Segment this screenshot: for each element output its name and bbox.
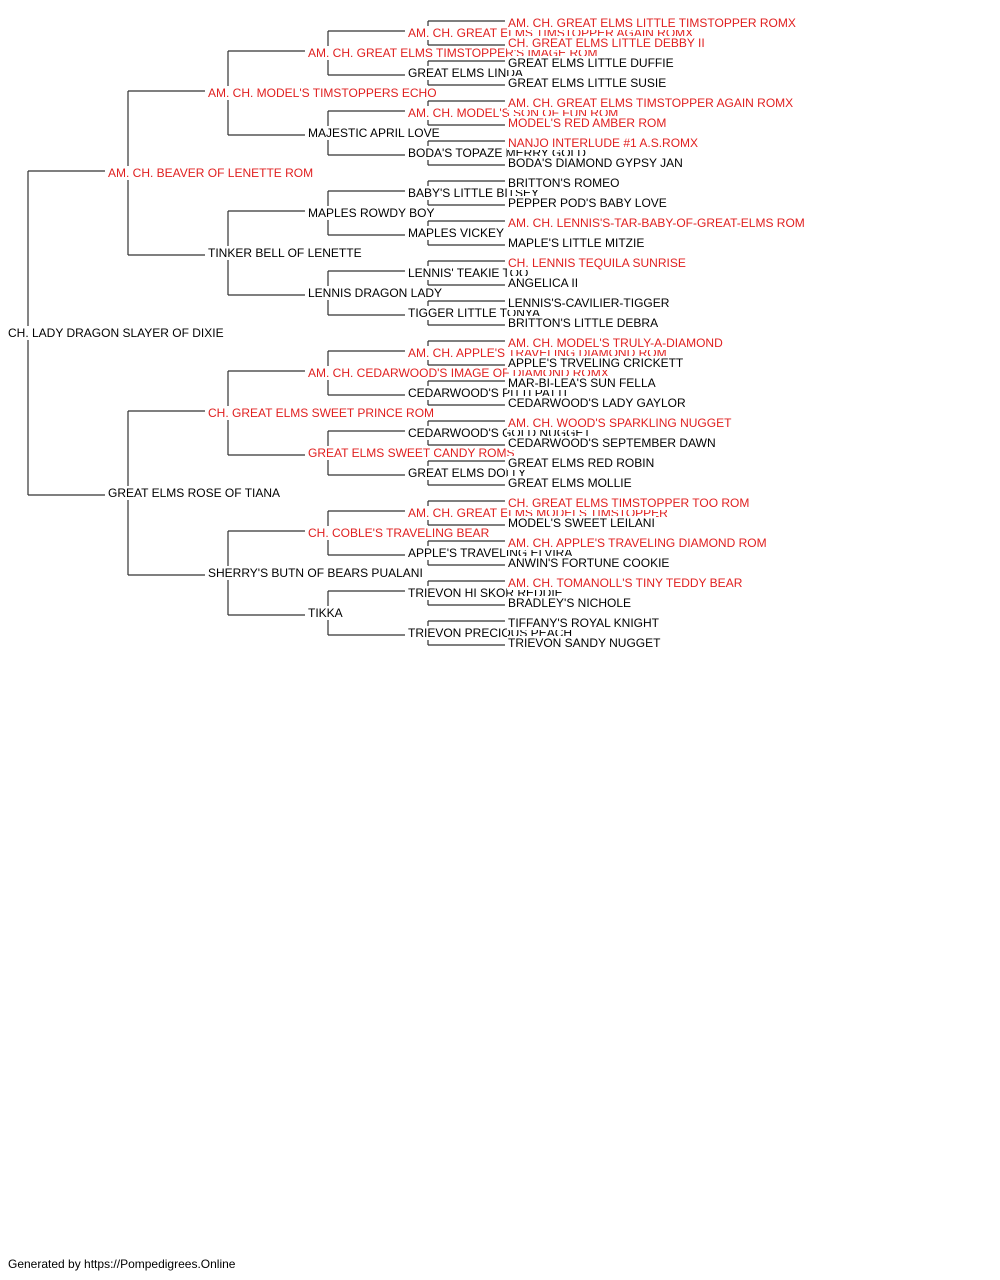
pedigree-entry-43: CH. LENNIS TEQUILA SUNRISE — [507, 256, 687, 270]
pedigree-entry-32: CH. GREAT ELMS LITTLE DEBBY II — [507, 36, 706, 50]
pedigree-entry-39: BRITTON'S ROMEO — [507, 176, 621, 190]
pedigree-entry-52: CEDARWOOD'S SEPTEMBER DAWN — [507, 436, 717, 450]
pedigree-entry-60: BRADLEY'S NICHOLE — [507, 596, 632, 610]
pedigree-entry-45: LENNIS'S-CAVILIER-TIGGER — [507, 296, 671, 310]
pedigree-entry-51: AM. CH. WOOD'S SPARKLING NUGGET — [507, 416, 733, 430]
pedigree-entry-36: MODEL'S RED AMBER ROM — [507, 116, 668, 130]
pedigree-entry-5: CH. GREAT ELMS SWEET PRINCE ROM — [207, 406, 436, 420]
pedigree-entry-62: TRIEVON SANDY NUGGET — [507, 636, 662, 650]
pedigree-entry-10: LENNIS DRAGON LADY — [307, 286, 444, 300]
pedigree-entry-61: TIFFANY'S ROYAL KNIGHT — [507, 616, 660, 630]
pedigree-entry-19: BABY'S LITTLE BITSEY — [407, 186, 541, 200]
pedigree-entry-48: APPLE'S TRVELING CRICKETT — [507, 356, 685, 370]
pedigree-entry-44: ANGELICA II — [507, 276, 580, 290]
pedigree-entry-9: MAPLES ROWDY BOY — [307, 206, 436, 220]
pedigree-entry-46: BRITTON'S LITTLE DEBRA — [507, 316, 660, 330]
pedigree-entry-13: CH. COBLE'S TRAVELING BEAR — [307, 526, 491, 540]
pedigree-entry-12: GREAT ELMS SWEET CANDY ROMS — [307, 446, 516, 460]
pedigree-entry-42: MAPLE'S LITTLE MITZIE — [507, 236, 646, 250]
pedigree-entry-41: AM. CH. LENNIS'S-TAR-BABY-OF-GREAT-ELMS … — [507, 216, 806, 230]
pedigree-entry-6: SHERRY'S BUTN OF BEARS PUALANI — [207, 566, 424, 580]
pedigree-entry-47: AM. CH. MODEL'S TRULY-A-DIAMOND — [507, 336, 724, 350]
pedigree-entry-20: MAPLES VICKEY — [407, 226, 506, 240]
pedigree-entry-37: NANJO INTERLUDE #1 A.S.ROMX — [507, 136, 700, 150]
pedigree-entry-4: TINKER BELL OF LENETTE — [207, 246, 363, 260]
pedigree-entry-3: AM. CH. MODEL'S TIMSTOPPERS ECHO — [207, 86, 438, 100]
pedigree-entry-53: GREAT ELMS RED ROBIN — [507, 456, 656, 470]
pedigree-entry-2: GREAT ELMS ROSE OF TIANA — [107, 486, 282, 500]
pedigree-entry-35: AM. CH. GREAT ELMS TIMSTOPPER AGAIN ROMX — [507, 96, 795, 110]
pedigree-entry-57: AM. CH. APPLE'S TRAVELING DIAMOND ROM — [507, 536, 768, 550]
pedigree-entry-59: AM. CH. TOMANOLL'S TINY TEDDY BEAR — [507, 576, 744, 590]
pedigree-entry-54: GREAT ELMS MOLLIE — [507, 476, 633, 490]
pedigree-entry-58: ANWIN'S FORTUNE COOKIE — [507, 556, 671, 570]
pedigree-entry-26: GREAT ELMS DOLLY — [407, 466, 528, 480]
pedigree-entry-38: BODA'S DIAMOND GYPSY JAN — [507, 156, 684, 170]
pedigree-entry-0: CH. LADY DRAGON SLAYER OF DIXIE — [7, 326, 225, 340]
pedigree-entry-33: GREAT ELMS LITTLE DUFFIE — [507, 56, 675, 70]
pedigree-entry-40: PEPPER POD'S BABY LOVE — [507, 196, 668, 210]
footer-credit: Generated by https://Pompedigrees.Online — [8, 1257, 236, 1271]
pedigree-entry-8: MAJESTIC APRIL LOVE — [307, 126, 441, 140]
pedigree-entry-14: TIKKA — [307, 606, 344, 620]
pedigree-entry-21: LENNIS' TEAKIE TOO — [407, 266, 530, 280]
pedigree-entry-55: CH. GREAT ELMS TIMSTOPPER TOO ROM — [507, 496, 751, 510]
pedigree-entry-16: GREAT ELMS LINDA — [407, 66, 524, 80]
pedigree-entry-49: MAR-BI-LEA'S SUN FELLA — [507, 376, 657, 390]
pedigree-entry-34: GREAT ELMS LITTLE SUSIE — [507, 76, 668, 90]
pedigree-entry-50: CEDARWOOD'S LADY GAYLOR — [507, 396, 687, 410]
pedigree-entry-1: AM. CH. BEAVER OF LENETTE ROM — [107, 166, 315, 180]
pedigree-entry-31: AM. CH. GREAT ELMS LITTLE TIMSTOPPER ROM… — [507, 16, 797, 30]
pedigree-entry-56: MODEL'S SWEET LEILANI — [507, 516, 656, 530]
